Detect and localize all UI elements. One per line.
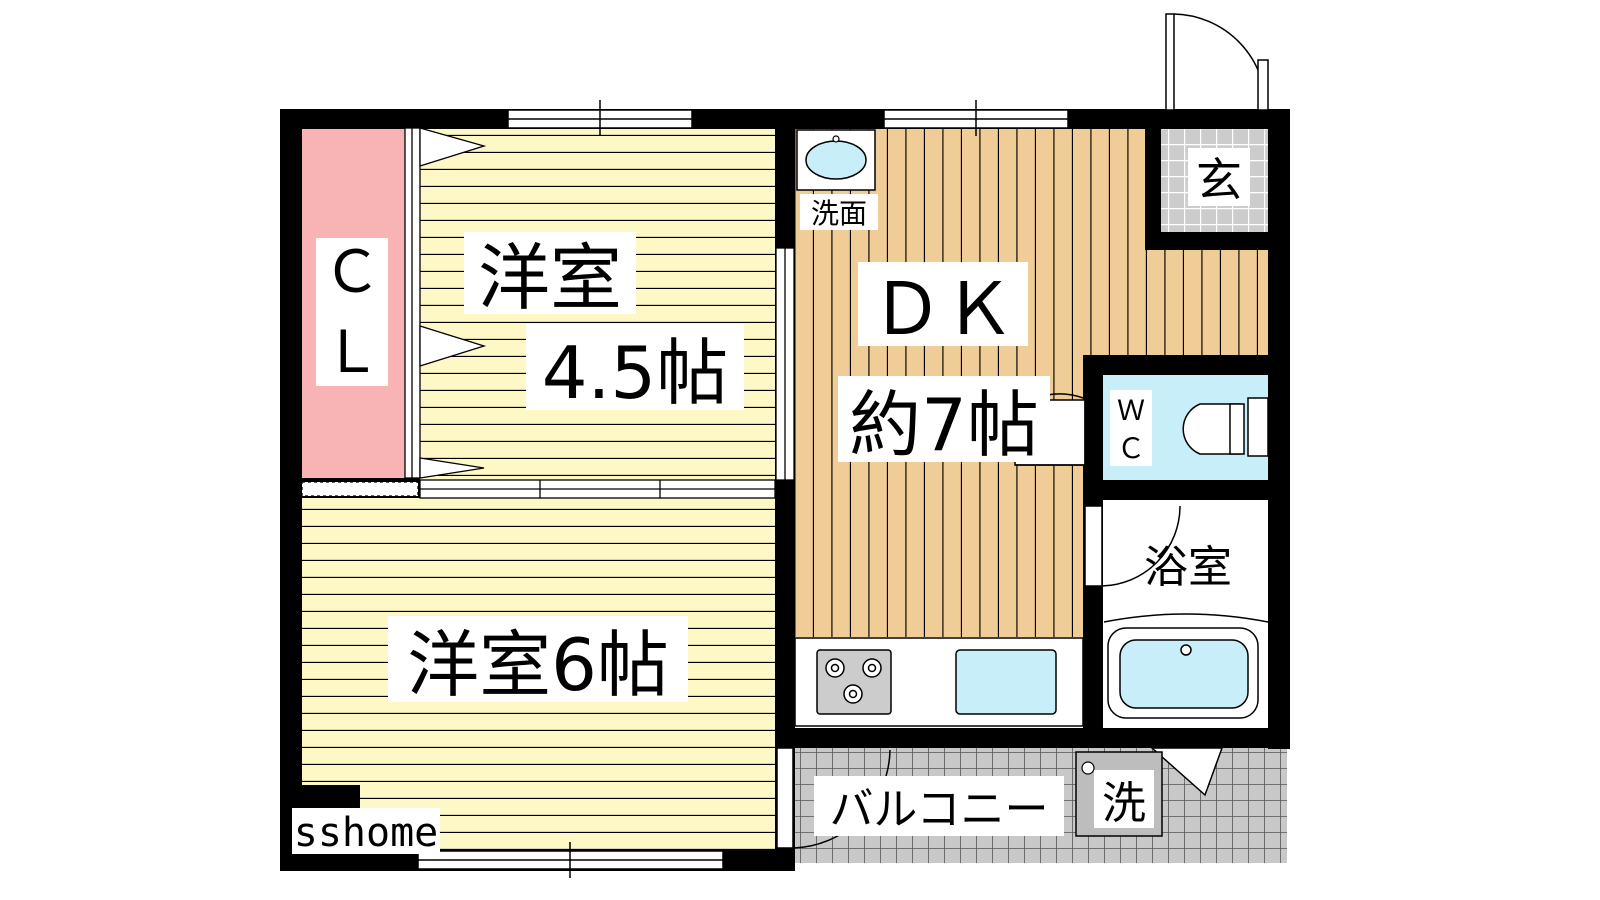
door-swing-icon xyxy=(1165,13,1269,111)
balcony-label: バルコニー xyxy=(829,784,1048,835)
watermark-text: sshome xyxy=(294,810,439,856)
washbasin-label: 洗面 xyxy=(811,197,867,230)
label-closet: Ｃ Ｌ xyxy=(316,238,388,386)
window-icon xyxy=(417,100,1069,878)
stove-icon xyxy=(816,649,892,715)
western-room-large-name: 洋室6帖 xyxy=(407,623,669,707)
bathtub-icon xyxy=(1103,613,1269,719)
western-room-small-name: 洋室 xyxy=(478,236,622,320)
label-western-room-large: 洋室6帖 xyxy=(388,616,688,707)
toilet-label-w: Ｗ xyxy=(1117,394,1145,427)
sliding-door xyxy=(775,247,795,481)
bathroom-label: 浴室 xyxy=(1144,542,1232,593)
sink-icon xyxy=(955,649,1057,715)
label-western-room-small: 洋室 4.5帖 xyxy=(464,232,744,415)
closet-label-l: Ｌ xyxy=(323,318,381,386)
dk-size: 約7帖 xyxy=(849,383,1039,467)
sliding-door xyxy=(301,479,776,499)
washer-label: 洗 xyxy=(1102,778,1146,829)
label-toilet: Ｗ Ｃ xyxy=(1110,390,1152,466)
label-balcony: バルコニー xyxy=(814,776,1064,836)
label-bathroom: 浴室 xyxy=(1144,542,1232,593)
watermark: sshome xyxy=(292,808,440,856)
dk-name: ＤＫ xyxy=(871,267,1015,351)
closet-label-c: Ｃ xyxy=(323,238,381,306)
toilet-label-c: Ｃ xyxy=(1117,432,1145,465)
entrance-label: 玄 xyxy=(1196,153,1242,207)
washer-drain-icon xyxy=(1081,761,1095,775)
washbasin-icon xyxy=(796,129,876,191)
toilet-icon xyxy=(1182,397,1269,457)
door-swing-icon xyxy=(1150,747,1224,797)
label-washer: 洗 xyxy=(1094,770,1154,829)
label-dining-kitchen: ＤＫ 約7帖 xyxy=(838,262,1050,467)
label-washbasin: 洗面 xyxy=(800,194,878,230)
label-entrance: 玄 xyxy=(1188,148,1250,207)
closet-doors xyxy=(404,127,487,479)
western-room-small-size: 4.5帖 xyxy=(542,331,729,415)
door-swing-icon xyxy=(1084,505,1181,587)
